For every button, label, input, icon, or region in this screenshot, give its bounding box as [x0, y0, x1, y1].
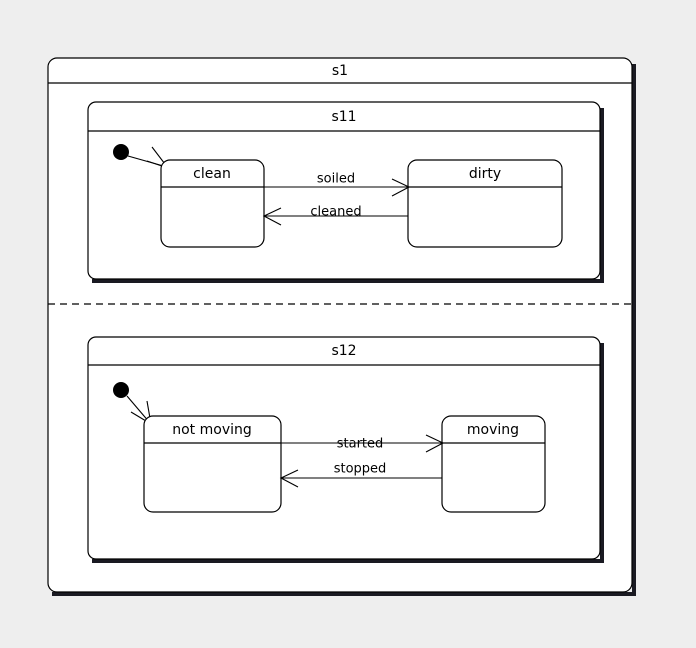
transition-soiled-arrowhead — [391, 178, 411, 197]
state-dirty-body[interactable] — [407, 159, 563, 248]
state-not-moving[interactable]: not moving — [143, 415, 282, 513]
s11-title: s11 — [331, 109, 356, 125]
region-s11[interactable]: s11 clean dirty soiled — [87, 101, 604, 283]
region-s12[interactable]: s12 not moving moving started — [87, 336, 604, 563]
transition-stopped[interactable]: stopped — [279, 462, 442, 488]
s12-initial-pseudostate[interactable] — [113, 382, 129, 398]
s11-initial-pseudostate[interactable] — [113, 144, 129, 160]
transition-soiled-label: soiled — [317, 172, 355, 187]
transition-stopped-label: stopped — [334, 462, 387, 477]
state-dirty[interactable]: dirty — [407, 159, 563, 248]
state-not-moving-label: not moving — [172, 422, 252, 438]
s1-title: s1 — [332, 63, 348, 79]
state-clean-body[interactable] — [160, 159, 265, 248]
state-moving-body[interactable] — [441, 415, 546, 513]
state-clean[interactable]: clean — [160, 159, 265, 248]
state-not-moving-body[interactable] — [143, 415, 282, 513]
transition-cleaned[interactable]: cleaned — [262, 205, 408, 226]
transition-soiled[interactable]: soiled — [264, 172, 411, 197]
state-moving-label: moving — [467, 422, 519, 438]
transition-cleaned-arrowhead — [262, 207, 282, 226]
transition-started[interactable]: started — [281, 434, 445, 453]
transition-started-arrowhead — [425, 434, 445, 453]
transition-cleaned-label: cleaned — [310, 205, 361, 220]
transition-started-label: started — [337, 437, 384, 452]
state-moving[interactable]: moving — [441, 415, 546, 513]
transition-stopped-arrowhead — [279, 469, 299, 488]
s12-title: s12 — [331, 343, 356, 359]
state-dirty-label: dirty — [469, 166, 501, 182]
state-clean-label: clean — [193, 166, 231, 182]
